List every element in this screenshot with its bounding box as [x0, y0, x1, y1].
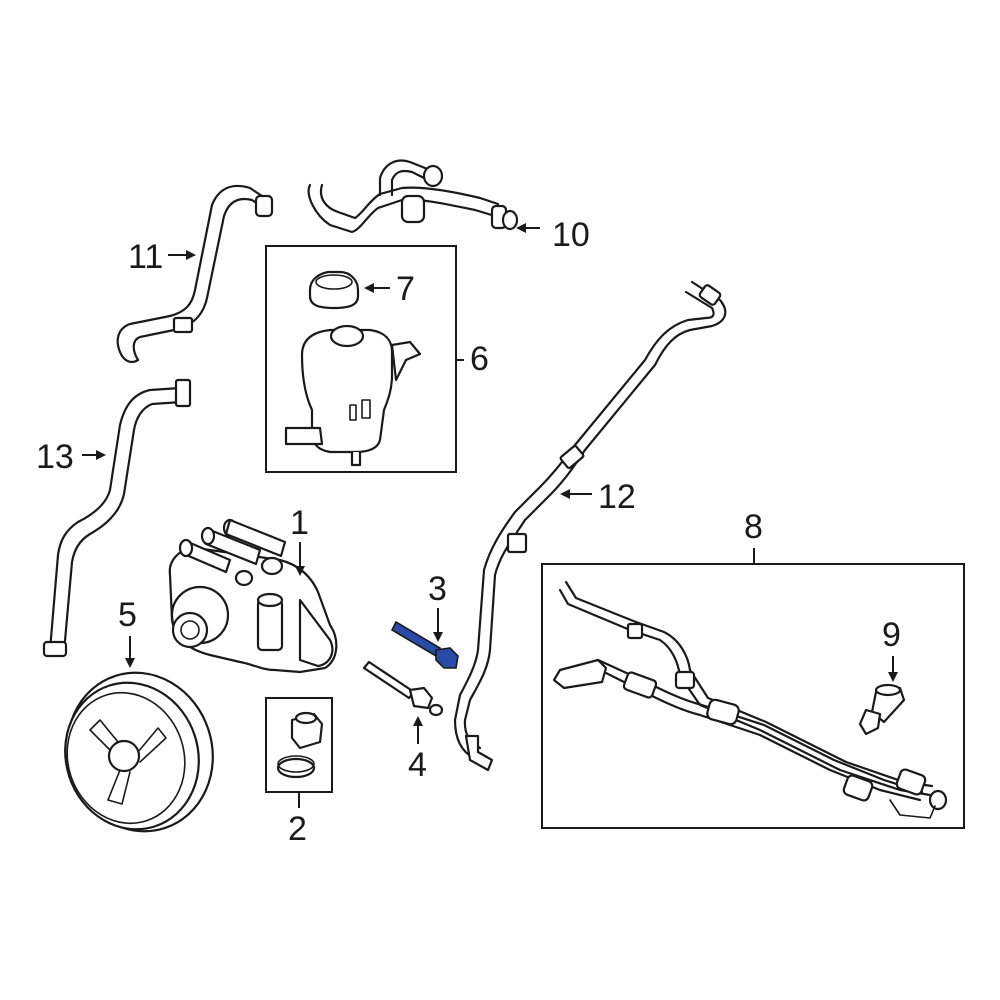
part-13-hose[interactable]: [42, 378, 192, 658]
part-1-pump[interactable]: [168, 518, 338, 674]
arrow-5: [125, 636, 135, 668]
callout-11: 11: [128, 238, 163, 276]
arrow-3: [433, 608, 443, 642]
arrow-10: [516, 223, 540, 233]
arrow-11: [168, 250, 196, 260]
callout-10: 10: [552, 216, 590, 254]
part-8-hose-assembly[interactable]: [552, 580, 948, 819]
arrow-7: [364, 283, 390, 293]
part-5-pulley[interactable]: [46, 654, 233, 851]
callout-12: 12: [598, 478, 636, 516]
part-11-hose[interactable]: [116, 184, 274, 363]
part-4-stud[interactable]: [362, 660, 444, 717]
callout-13: 13: [36, 438, 74, 476]
part-12-line[interactable]: [453, 280, 727, 772]
callout-3: 3: [428, 570, 447, 608]
callout-9: 9: [882, 616, 901, 654]
part-10-hose[interactable]: [307, 159, 519, 234]
callout-6: 6: [470, 340, 489, 378]
part-2-plug[interactable]: [276, 711, 324, 779]
arrow-13: [82, 450, 106, 460]
part-6-reservoir[interactable]: [284, 324, 422, 467]
callout-4: 4: [408, 746, 427, 784]
arrow-12: [560, 489, 592, 499]
arrow-4: [413, 716, 423, 744]
callout-1: 1: [290, 504, 309, 542]
callout-5: 5: [118, 596, 137, 634]
callout-2: 2: [288, 810, 307, 848]
part-9-switch[interactable]: [858, 683, 906, 736]
callout-8: 8: [744, 508, 763, 546]
arrow-1: [295, 542, 305, 576]
callout-7: 7: [396, 270, 415, 308]
part-3-bolt[interactable]: [390, 620, 459, 669]
part-7-cap[interactable]: [308, 270, 360, 310]
arrow-9: [888, 656, 898, 682]
